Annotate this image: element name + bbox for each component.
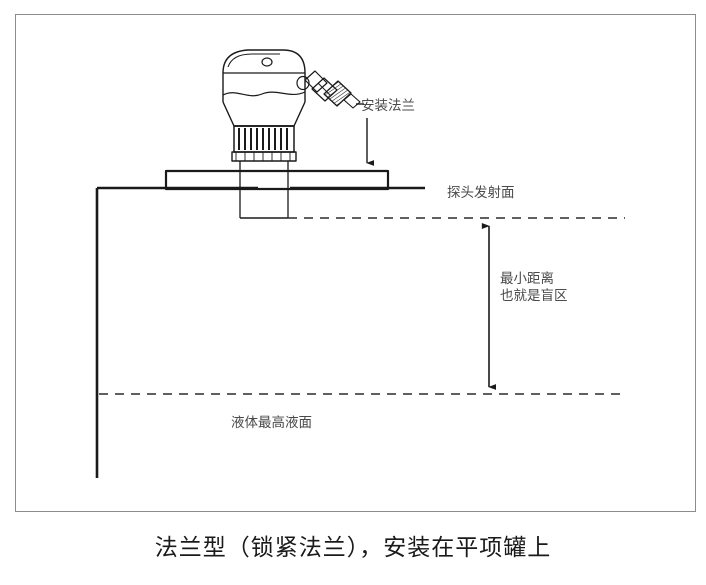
diagram-frame xyxy=(15,14,696,512)
label-minimum-distance: 最小距离 也就是盲区 xyxy=(500,271,568,303)
figure-caption: 法兰型（锁紧法兰），安装在平项罐上 xyxy=(154,535,552,560)
label-probe-emission-face: 探头发射面 xyxy=(447,185,515,200)
label-mounting-flange: 安装法兰 xyxy=(361,98,415,113)
label-max-liquid-level: 液体最高液面 xyxy=(231,415,312,430)
